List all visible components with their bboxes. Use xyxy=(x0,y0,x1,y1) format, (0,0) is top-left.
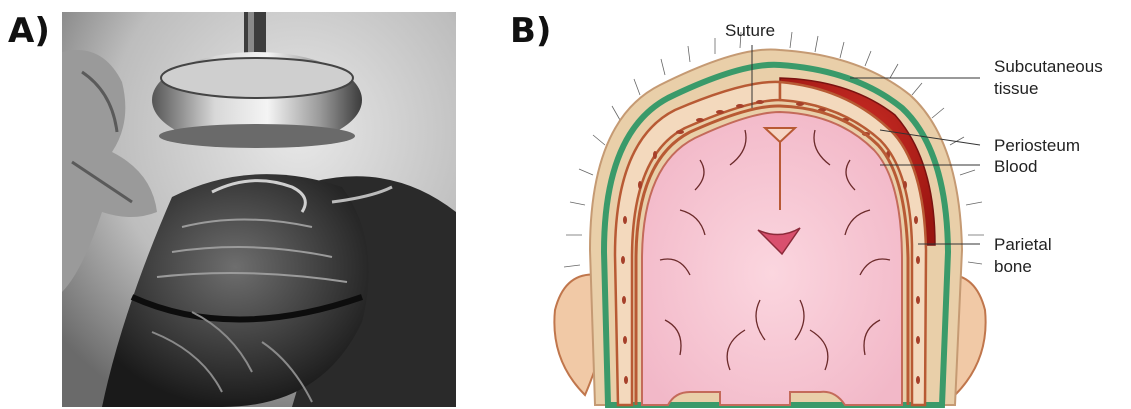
label-periosteum: Periosteum xyxy=(994,136,1080,155)
label-parietal-line2: bone xyxy=(994,257,1032,276)
panel-a-letter: A) xyxy=(8,14,50,48)
label-parietal-line1: Parietal xyxy=(994,235,1052,254)
scalp-cross-section-diagram: Suture Subcutaneous tissue Periosteum Bl… xyxy=(540,0,1131,409)
label-subcutaneous-line1: Subcutaneous xyxy=(994,57,1103,76)
brain xyxy=(642,112,902,405)
vacuum-cup-photograph xyxy=(62,12,456,407)
label-subcutaneous-line2: tissue xyxy=(994,79,1038,98)
label-blood: Blood xyxy=(994,157,1037,176)
label-suture: Suture xyxy=(725,21,775,40)
